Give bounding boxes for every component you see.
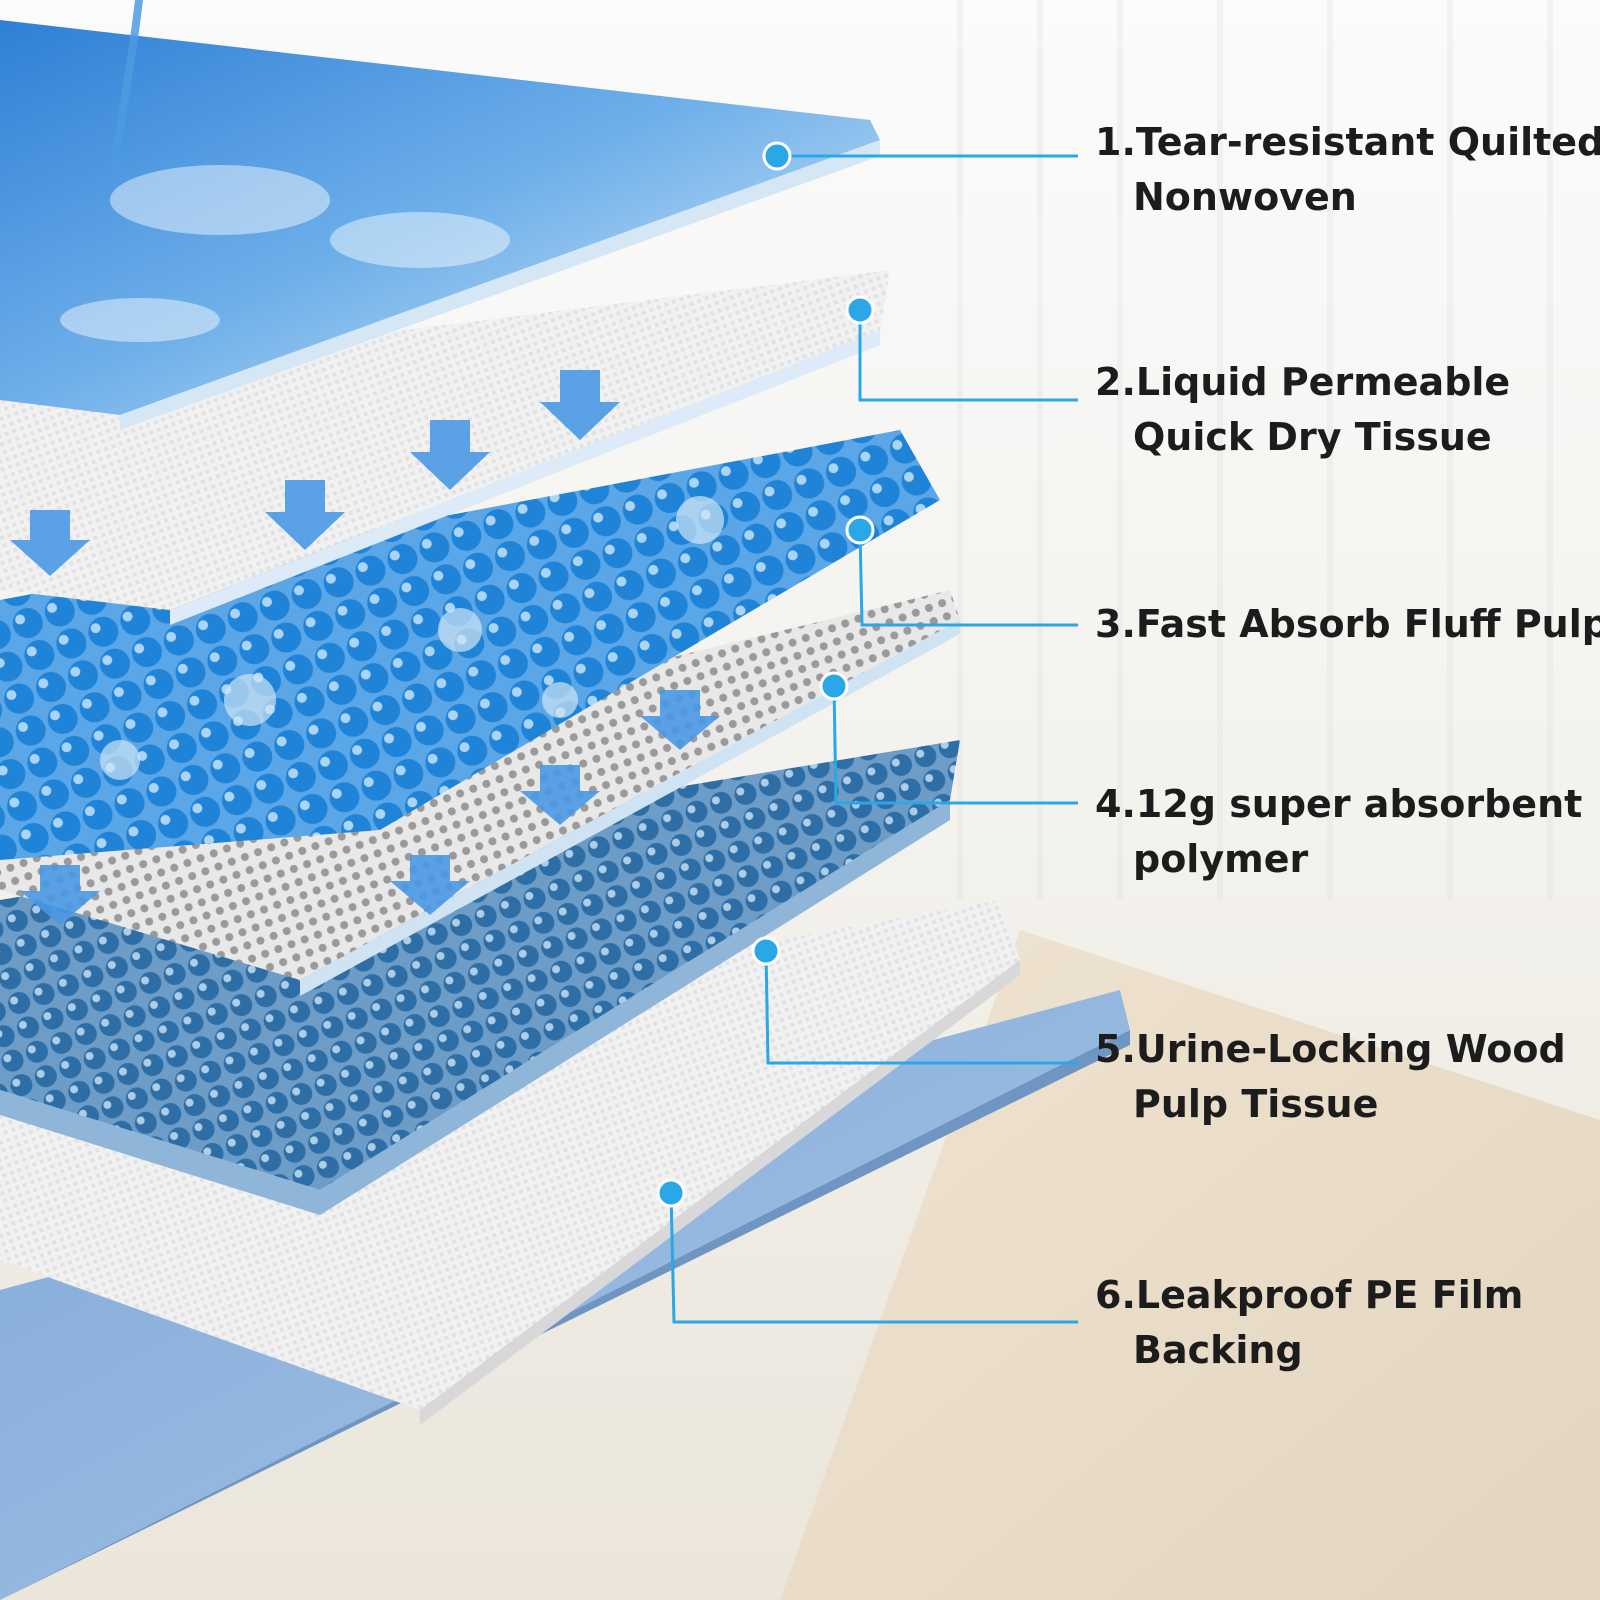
layer-label-3: 3.Fast Absorb Fluff Pulp [1095, 597, 1600, 652]
callout-dot-2 [845, 295, 875, 325]
layer-1-line1: 1.Tear-resistant Quilted [1095, 120, 1600, 164]
layer-1-line2: Nonwoven [1133, 175, 1357, 219]
layer-2-line1: 2.Liquid Permeable [1095, 360, 1511, 404]
callout-dot-4 [819, 671, 849, 701]
layer-5-line1: 5.Urine-Locking Wood [1095, 1027, 1566, 1071]
layer-4-line1: 4.12g super absorbent [1095, 782, 1583, 826]
layer-4-line2: polymer [1133, 837, 1309, 881]
callout-dot-1 [762, 141, 792, 171]
layer-6-line1: 6.Leakproof PE Film [1095, 1273, 1524, 1317]
callout-dot-6 [656, 1178, 686, 1208]
layer-2-line2: Quick Dry Tissue [1133, 415, 1492, 459]
layer-label-2: 2.Liquid Permeable Quick Dry Tissue [1095, 355, 1510, 465]
callout-dot-5 [751, 936, 781, 966]
layer-label-4: 4.12g super absorbent polymer [1095, 777, 1582, 887]
layer-label-6: 6.Leakproof PE Film Backing [1095, 1268, 1523, 1378]
layer-5-line2: Pulp Tissue [1133, 1082, 1379, 1126]
callout-dot-3 [845, 515, 875, 545]
layer-6-line2: Backing [1133, 1328, 1303, 1372]
layer-label-5: 5.Urine-Locking Wood Pulp Tissue [1095, 1022, 1566, 1132]
layer-3-line1: 3.Fast Absorb Fluff Pulp [1095, 602, 1600, 646]
layer-label-1: 1.Tear-resistant Quilted Nonwoven [1095, 115, 1600, 225]
